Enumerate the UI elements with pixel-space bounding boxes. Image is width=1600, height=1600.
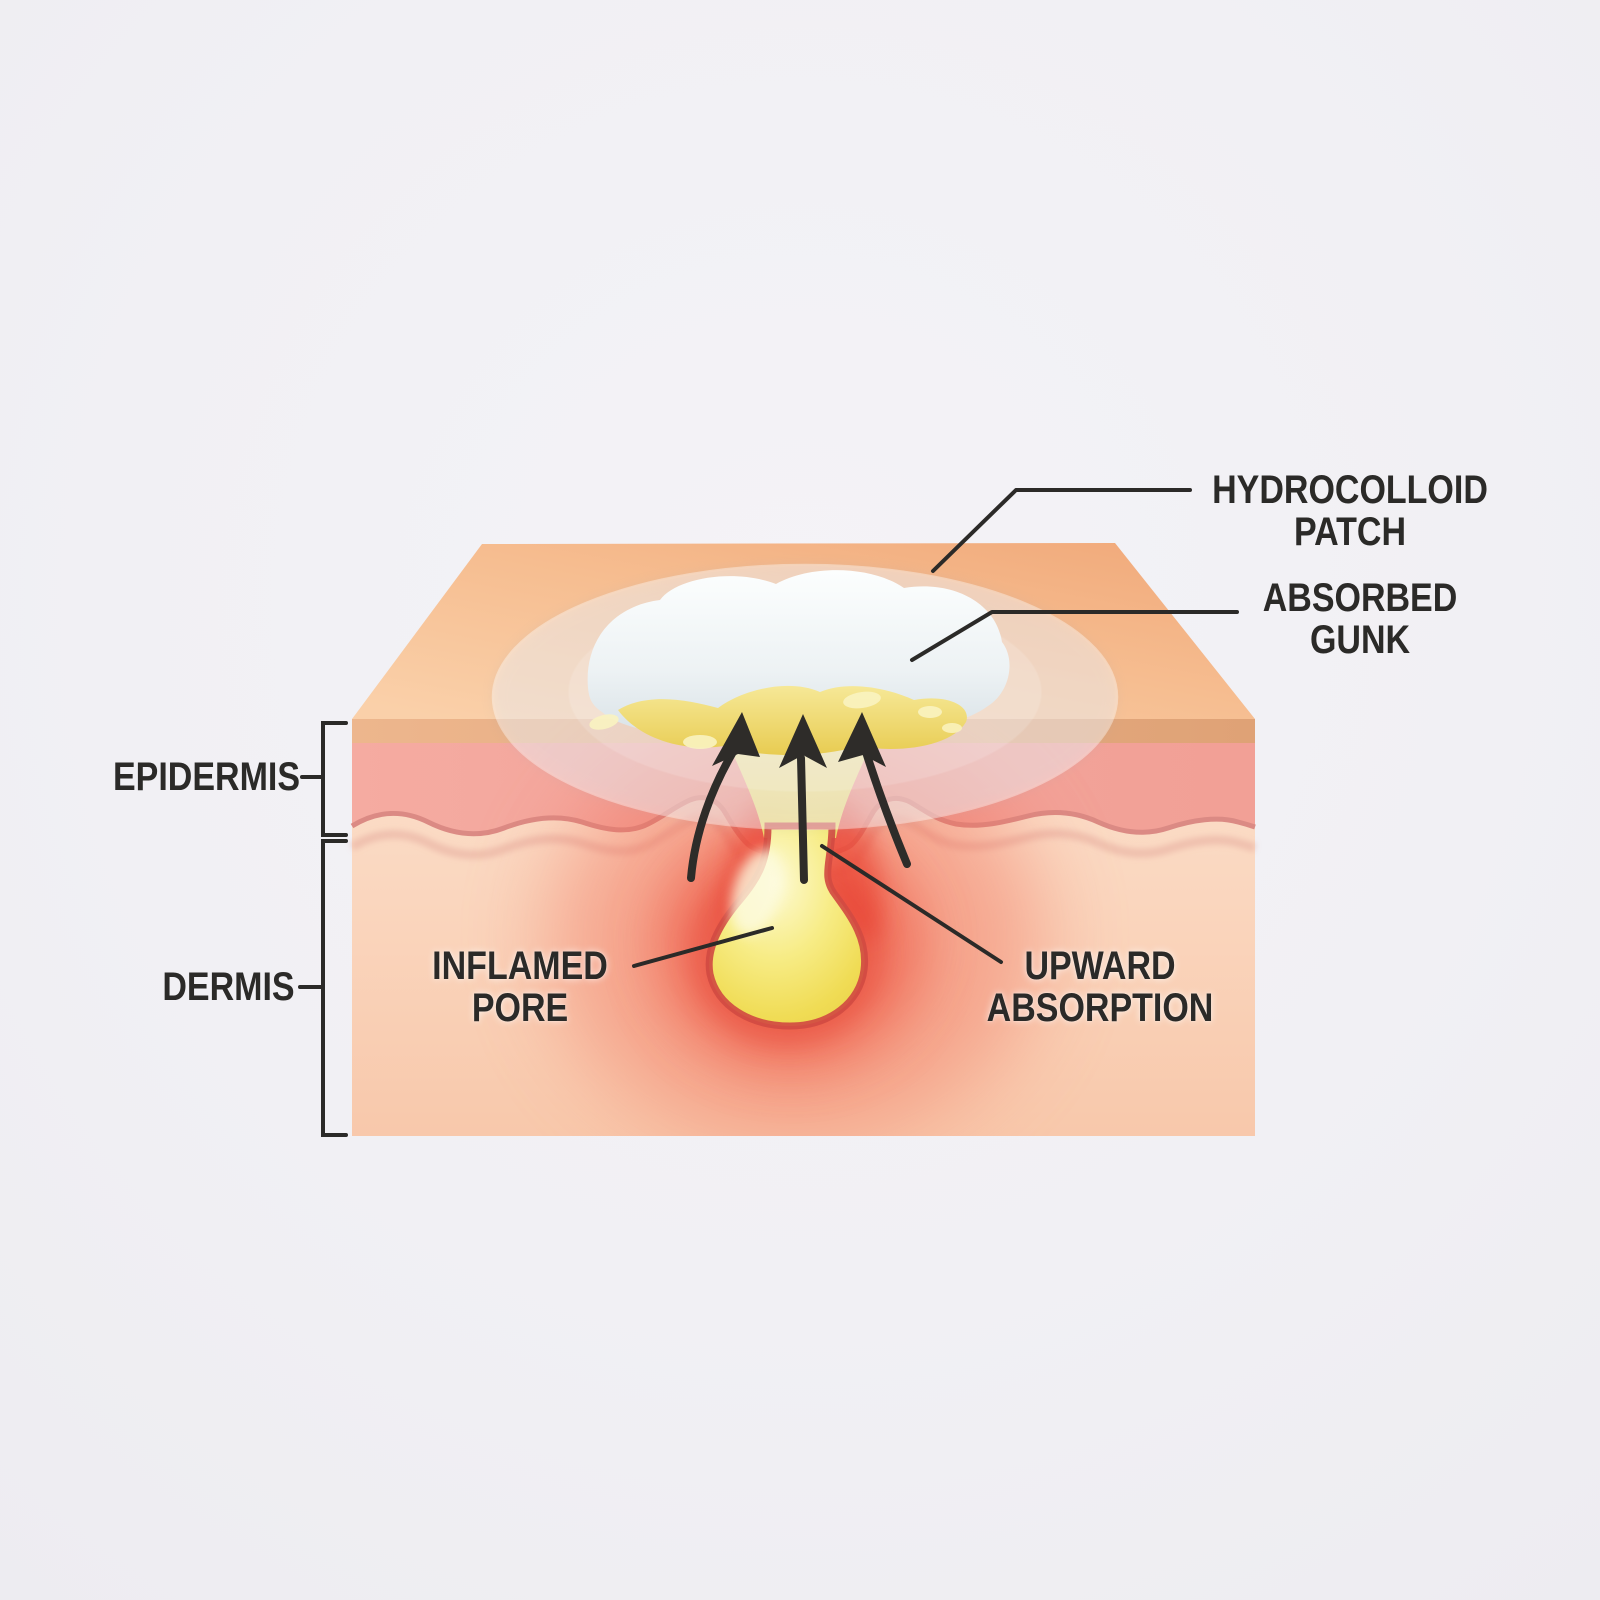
pore-highlight (730, 849, 784, 935)
up-arrowhead-icon (779, 714, 827, 768)
inflamed-pore-label: INFLAMED PORE (432, 945, 608, 1029)
dermis-bracket (321, 839, 348, 1137)
epidermis-label: EPIDERMIS (112, 755, 300, 799)
up-arrowhead-icon (712, 712, 760, 766)
inflamed-pore-label-line2: PORE (471, 986, 569, 1030)
up-arrow-icon (862, 748, 911, 868)
inflamed-pore (705, 822, 869, 1030)
absorbed-gunk-label-line1: ABSORBED (1262, 576, 1458, 620)
hydrocolloid-patch-label: HYDROCOLLOID PATCH (1212, 469, 1488, 553)
leader-inflamed-pore (632, 926, 774, 968)
inflamed-pore-label-line1: INFLAMED (432, 944, 608, 988)
absorbed-gunk-white (587, 570, 1010, 738)
leader-upward-absorption (820, 844, 1003, 964)
hydrocolloid-patch-label-line2: PATCH (1293, 510, 1407, 554)
up-arrow-icon (797, 754, 808, 884)
up-arrow-icon (687, 748, 737, 882)
leader-lines (632, 488, 1239, 968)
absorbed-gunk-label-line2: GUNK (1309, 618, 1411, 662)
upward-absorption-label-line1: UPWARD (1024, 944, 1176, 988)
upward-absorption-label-line2: ABSORPTION (986, 986, 1214, 1030)
up-arrowhead-icon (838, 712, 886, 767)
leader-absorbed-gunk (910, 610, 1239, 662)
epidermis-bracket (321, 721, 348, 837)
absorbed-gunk-label: ABSORBED GUNK (1263, 577, 1458, 661)
absorbed-gunk-yellow (589, 685, 967, 755)
hydrocolloid-patch-label-line1: HYDROCOLLOID (1212, 468, 1488, 512)
leader-hydrocolloid-patch (931, 488, 1192, 573)
layer-brackets (298, 721, 348, 1137)
upward-absorption-label: UPWARD ABSORPTION (987, 945, 1214, 1029)
dermis-label: DERMIS (162, 965, 295, 1009)
absorption-arrows (687, 712, 911, 884)
